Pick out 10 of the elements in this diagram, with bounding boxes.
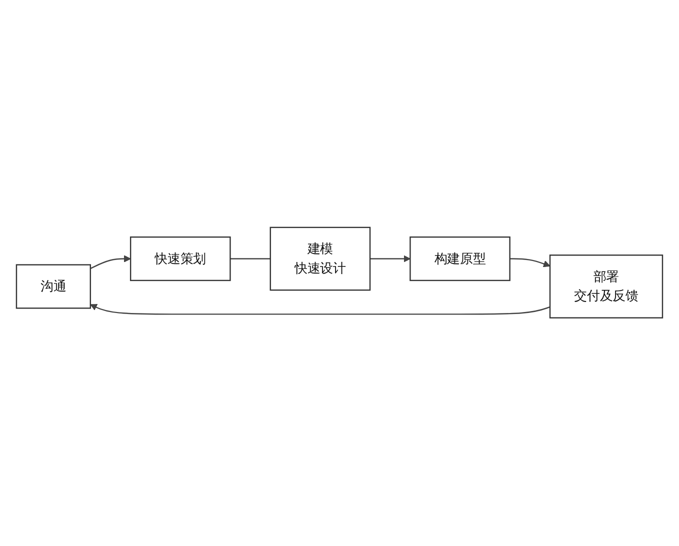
arrow — [370, 256, 411, 263]
node-box: 沟通 — [16, 264, 92, 310]
node-box: 构建原型 — [410, 236, 510, 282]
node-box: 建模 快速设计 — [270, 227, 371, 292]
node-box: 部署 交付及反馈 — [549, 254, 664, 319]
node-box: 快速策划 — [130, 236, 231, 282]
arrow — [510, 258, 550, 268]
arrow — [90, 304, 550, 316]
connector — [230, 258, 270, 260]
arrow — [90, 256, 131, 270]
